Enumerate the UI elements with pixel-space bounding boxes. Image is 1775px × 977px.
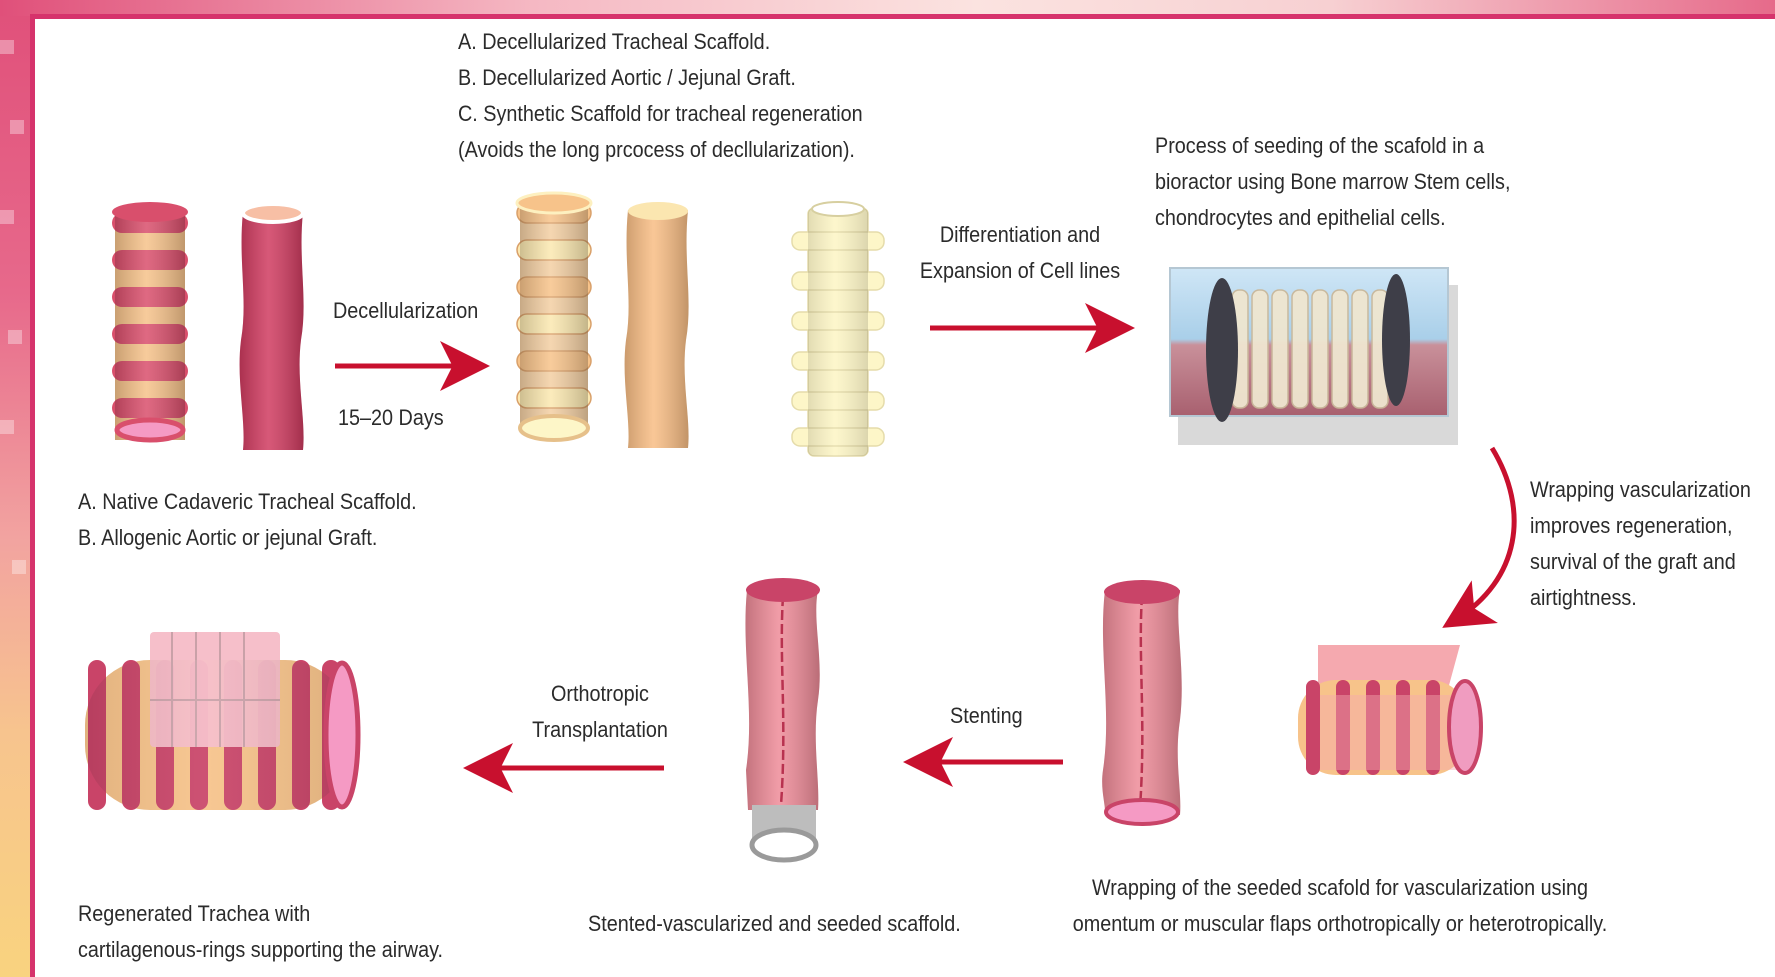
bioreactor-caption-line: Process of seeding of the scafold in a [1155, 128, 1510, 164]
decellularized-graft-illustration [625, 202, 689, 448]
wrapping-note-line: improves regeneration, [1530, 508, 1751, 544]
wrapping-note-line: survival of the graft and [1530, 544, 1751, 580]
stenting-label: Stenting [950, 698, 1023, 734]
bioreactor-illustration [1170, 268, 1458, 445]
decellularization-label: Decellularization [333, 293, 478, 329]
bioreactor-caption: Process of seeding of the scafold in a b… [1155, 128, 1510, 236]
differentiation-label-line: Differentiation and [912, 217, 1128, 253]
transplantation-label: Orthotropic Transplantation [501, 676, 699, 748]
wrapping-note: Wrapping vascularization improves regene… [1530, 472, 1751, 616]
scaffold-type-item: C. Synthetic Scaffold for tracheal regen… [458, 96, 863, 132]
native-scaffold-item: A. Native Cadaveric Tracheal Scaffold. [78, 484, 417, 520]
stented-scaffold-illustration [745, 578, 820, 860]
transplantation-label-line: Orthotropic [501, 676, 699, 712]
scaffold-type-list: A. Decellularized Tracheal Scaffold. B. … [458, 24, 863, 168]
bioreactor-caption-line: chondrocytes and epithelial cells. [1155, 200, 1510, 236]
wrapping-arrow [1455, 448, 1514, 620]
allogenic-graft-illustration [240, 204, 304, 450]
regenerated-caption-line: cartilagenous-rings supporting the airwa… [78, 932, 443, 968]
scaffold-type-item: B. Decellularized Aortic / Jejunal Graft… [458, 60, 863, 96]
wrapping-caption: Wrapping of the seeded scafold for vascu… [1052, 870, 1628, 942]
native-scaffold-item: B. Allogenic Aortic or jejunal Graft. [78, 520, 417, 556]
wrapped-tube-illustration [1102, 580, 1182, 824]
differentiation-label: Differentiation and Expansion of Cell li… [912, 217, 1128, 289]
wrapped-scaffold-illustration [1298, 645, 1481, 775]
wrapping-note-line: airtightness. [1530, 580, 1751, 616]
differentiation-label-line: Expansion of Cell lines [912, 253, 1128, 289]
wrapping-caption-line: Wrapping of the seeded scafold for vascu… [1052, 870, 1628, 906]
scaffold-type-item: (Avoids the long prcocess of decllulariz… [458, 132, 863, 168]
regenerated-caption-line: Regenerated Trachea with [78, 896, 443, 932]
regenerated-caption: Regenerated Trachea with cartilagenous-r… [78, 896, 443, 968]
stented-caption: Stented-vascularized and seeded scaffold… [588, 906, 961, 942]
synthetic-scaffold-illustration [792, 202, 884, 456]
native-scaffold-list: A. Native Cadaveric Tracheal Scaffold. B… [78, 484, 417, 556]
scaffold-type-item: A. Decellularized Tracheal Scaffold. [458, 24, 863, 60]
bioreactor-caption-line: bioractor using Bone marrow Stem cells, [1155, 164, 1510, 200]
wrapping-caption-line: omentum or muscular flaps orthotropicall… [1052, 906, 1628, 942]
transplantation-label-line: Transplantation [501, 712, 699, 748]
wrapping-note-line: Wrapping vascularization [1530, 472, 1751, 508]
regenerated-trachea-illustration [85, 632, 358, 810]
native-trachea-illustration [112, 202, 188, 440]
decellularized-tracheal-scaffold-illustration [517, 193, 591, 440]
duration-label: 15–20 Days [338, 400, 444, 436]
